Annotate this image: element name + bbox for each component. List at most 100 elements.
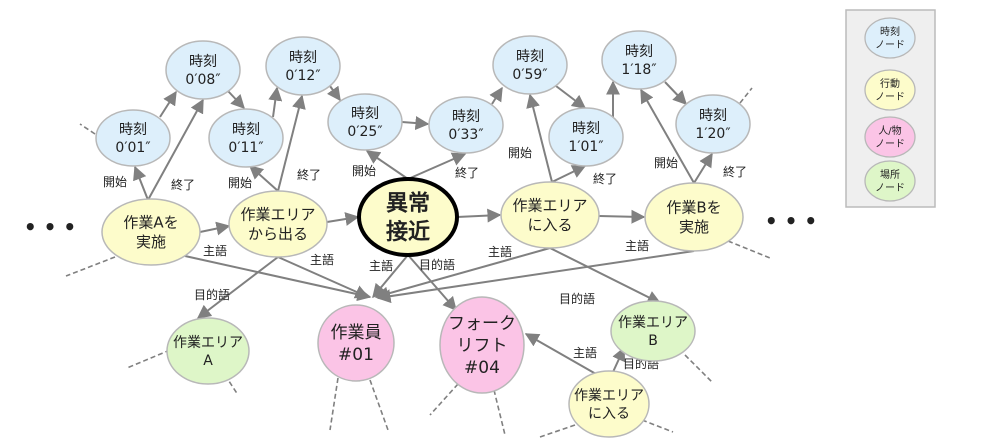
node-label: 時刻 [572,121,600,137]
time-node-shape [95,109,171,167]
node-label: 1′20″ [695,126,730,142]
continuation-dashed-edge [493,389,506,436]
node-t033[interactable]: 時刻0′33″ [428,96,504,154]
edge-label-subject: 主語 [310,252,334,267]
graph-edge-arrow [640,88,695,184]
ellipsis-right: • • • [765,209,817,233]
node-label: #01 [338,345,374,365]
edge-label-end: 終了 [297,167,321,182]
edge-label-start: 開始 [508,146,532,160]
action-node-shape [568,370,650,438]
node-t118[interactable]: 時刻 1′18″ [601,30,677,90]
node-t008[interactable]: 時刻 0′08″ [165,40,241,100]
place-node-shape [166,317,250,385]
graph-edge-arrow [401,116,430,131]
node-label: に入る [588,406,630,422]
legend-label: 時刻 [880,25,900,38]
node-label: 時刻 [625,44,653,60]
node-label: 0′12″ [285,68,320,84]
legend-label: ノード [875,40,905,51]
legend-swatch [864,69,916,111]
graph-edge-arrow [277,94,306,192]
edge-label-object: 目的語 [194,287,230,302]
time-node-shape [165,40,241,100]
graph-edge-arrow [268,86,283,118]
continuation-dashed-edge [539,424,576,438]
time-node-shape [208,108,284,168]
edge-label-start: 開始 [352,164,376,178]
node-label: 接近 [386,219,430,245]
ellipsis-left: • • • [24,215,76,239]
graph-edge-arrow [693,152,713,184]
node-label: 1′18″ [621,62,656,78]
node-t101[interactable]: 時刻1′01″ [548,107,624,167]
time-node-shape [492,35,568,95]
continuation-dashed-edge [684,354,713,383]
legend-label: 場所 [880,168,900,181]
node-label: A [203,353,213,369]
node-label: フォーク [448,314,516,334]
node-t120[interactable]: 時刻 1′20″ [675,94,751,154]
graph-edge-arrow [159,90,177,118]
node-label: から出る [248,225,308,243]
time-node-shape [548,107,624,167]
time-node-shape [428,96,504,154]
node-t059[interactable]: 時刻0′59″ [492,35,568,95]
node-label: 作業エリア [574,388,644,404]
node-label: 実施 [679,218,709,236]
edge-label-start: 開始 [228,176,252,190]
graph-edge-arrow [184,255,372,302]
node-label: 時刻 [699,108,727,124]
action-node-shape [357,177,459,257]
graph-edge-arrow [248,165,279,192]
graph-edge-arrow [227,90,245,110]
node-t025[interactable]: 時刻0′25″ [327,93,403,151]
node-label: 0′08″ [185,72,220,88]
node-label: 作業員 [331,323,382,343]
graph-edge-arrow [489,86,503,105]
place-node-shape [610,300,696,362]
node-label: 作業エリア [240,206,315,224]
node-label: 時刻 [189,54,217,70]
graph-edge-arrow [199,221,231,236]
graph-edge-arrow [133,165,149,201]
node-worker[interactable]: 作業員#01 [317,304,395,382]
graph-edge-arrow [407,152,467,180]
graph-edge-arrow [326,85,341,102]
node-t012[interactable]: 時刻0′12″ [265,36,341,96]
node-t011[interactable]: 時刻0′11″ [208,108,284,168]
continuation-dashed-edge [329,377,339,431]
continuation-dashed-edge [369,379,389,431]
edge-label-end: 終了 [723,164,747,179]
edge-label-subject: 主語 [369,258,393,273]
node-t001[interactable]: 時刻0′01″ [95,109,171,167]
graph-edge-arrow [598,209,646,224]
graph-edge-arrow [196,256,279,319]
legend-label: 行動 [880,77,900,90]
node-label: 時刻 [232,122,260,138]
edge-label-start: 開始 [654,156,678,170]
continuation-dashed-edge [65,256,116,277]
node-label: 作業Bを [666,199,721,217]
graph-edge-arrow [326,212,360,226]
node-label: 作業エリア [618,315,688,331]
node-label: 作業エリア [512,197,587,215]
edge-label-subject: 主語 [488,244,512,259]
legend-label: ノード [875,92,905,103]
time-node-shape [601,30,677,90]
graph-edge-arrow [551,165,587,183]
continuation-dashed-edge [429,383,459,416]
